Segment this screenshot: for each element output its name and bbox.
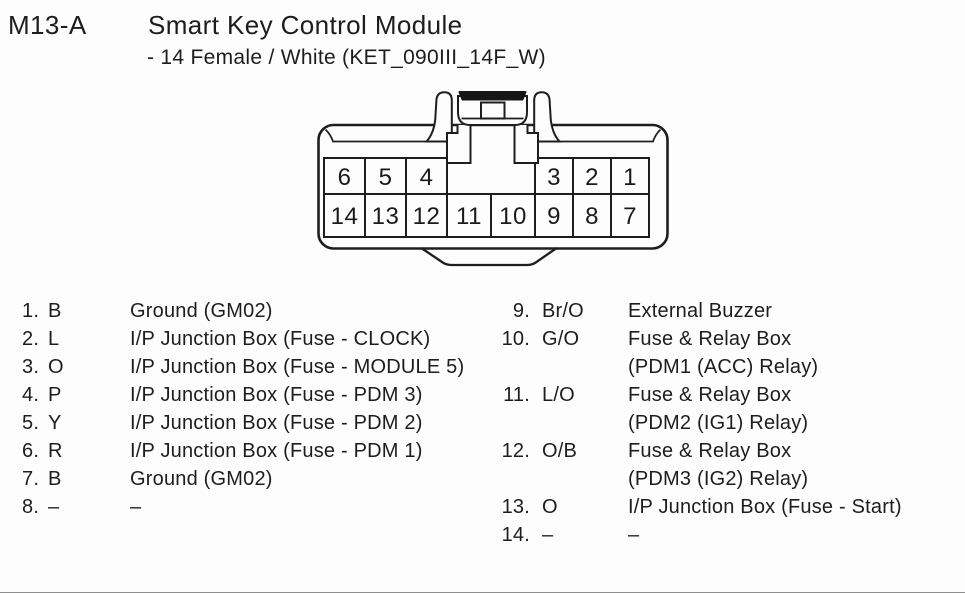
pin-wire-color: G/O [542,328,580,350]
cavity-number: 4 [420,164,434,191]
pin-description: External Buzzer [628,300,773,322]
pin-wire-color: L/O [542,384,575,406]
pin-cell-1 [610,157,650,195]
pin-number: 1. [22,300,40,322]
pin-row-11: 11. L/O Fuse & Relay Box [482,381,952,409]
cavity-number: 9 [547,203,561,230]
pin-row-11-cont: (PDM2 (IG1) Relay) [482,409,952,437]
latch-wing-left [424,91,453,143]
pin-description: – [628,524,640,546]
pin-row-8: 8. – – [22,493,492,521]
pin-description: I/P Junction Box (Fuse - PDM 1) [130,440,423,462]
pin-number: 12. [501,440,530,462]
pin-row-10: 10. G/O Fuse & Relay Box [482,325,952,353]
pin-row-9: 9. Br/O External Buzzer [482,297,952,325]
pin-wire-color: B [48,300,62,322]
latch-leg-right [513,125,539,164]
cavity-number: 5 [379,164,393,191]
body-lip-line-right [559,128,662,143]
pin-row-7: 7. B Ground (GM02) [22,465,492,493]
pin-number: 9. [512,300,530,322]
pin-list-left: 1. B Ground (GM02) 2. L I/P Junction Box… [22,297,492,521]
pin-number: 7. [22,468,40,490]
bottom-key-protrusion [420,247,558,267]
pin-description: Ground (GM02) [130,300,273,322]
pin-number: 6. [22,440,40,462]
pin-number: 2. [22,328,40,350]
latch-wing-right [533,91,562,143]
pin-description: I/P Junction Box (Fuse - PDM 3) [130,384,423,406]
cavity-number: 14 [331,203,359,230]
pin-number: 13. [501,496,530,518]
latch-button [480,101,506,120]
pin-row-10-cont: (PDM1 (ACC) Relay) [482,353,952,381]
pin-description-cont: (PDM2 (IG1) Relay) [628,412,809,434]
connector-id: M13-A [8,10,87,40]
pin-row-13: 13. O I/P Junction Box (Fuse - Start) [482,493,952,521]
pin-description: I/P Junction Box (Fuse - CLOCK) [130,328,431,350]
pin-description-cont: (PDM1 (ACC) Relay) [628,356,819,378]
pin-number: 10. [501,328,530,350]
pin-description: – [130,496,142,518]
pin-row-4: 4. P I/P Junction Box (Fuse - PDM 3) [22,381,492,409]
pin-row-3: 3. O I/P Junction Box (Fuse - MODULE 5) [22,353,492,381]
pin-number: 8. [22,496,40,518]
pin-wire-color: B [48,468,62,490]
pin-row-2: 2. L I/P Junction Box (Fuse - CLOCK) [22,325,492,353]
pin-number: 4. [22,384,40,406]
pin-row-12: 12. O/B Fuse & Relay Box [482,437,952,465]
pin-number: 11. [503,384,530,406]
pin-wire-color: L [48,328,60,350]
pin-description: Fuse & Relay Box [628,440,792,462]
cavity-number: 13 [372,203,400,230]
pin-number: 14. [501,524,530,546]
cavity-number: 2 [585,164,599,191]
connector-diagram: 6 5 4 3 2 1 14 13 12 11 10 9 8 7 [317,91,669,267]
cavity-number: 3 [547,164,561,191]
pin-wire-color: R [48,440,63,462]
pin-description-cont: (PDM3 (IG2) Relay) [628,468,809,490]
pin-wire-color: O [542,496,558,518]
pin-cell-8 [572,193,612,238]
pin-number: 3. [22,356,40,378]
latch-leg-left [446,125,472,164]
pin-wire-color: Br/O [542,300,584,322]
cavity-number: 6 [338,164,352,191]
cavity-number: 10 [499,203,527,230]
pin-row-12-cont: (PDM3 (IG2) Relay) [482,465,952,493]
cavity-number: 7 [623,203,637,230]
pin-wire-color: O/B [542,440,578,462]
pin-description: I/P Junction Box (Fuse - MODULE 5) [130,356,465,378]
cavity-number: 11 [456,203,482,230]
pin-cell-10 [490,193,536,238]
pin-wire-color: – [542,524,554,546]
connector-subtitle: - 14 Female / White (KET_090III_14F_W) [147,46,546,69]
pin-description: I/P Junction Box (Fuse - PDM 2) [130,412,423,434]
pin-wire-color: – [48,496,60,518]
body-lip-line-left [324,128,427,143]
pin-cell-4 [405,157,448,195]
pin-wire-color: P [48,384,62,406]
pin-cell-7 [610,193,650,238]
pin-description: Fuse & Relay Box [628,384,792,406]
pin-cell-2 [572,157,612,195]
pin-row-5: 5. Y I/P Junction Box (Fuse - PDM 2) [22,409,492,437]
pin-wire-color: O [48,356,64,378]
latch-top-bar [458,91,527,101]
pin-description: Fuse & Relay Box [628,328,792,350]
pin-number: 5. [22,412,40,434]
pin-row-6: 6. R I/P Junction Box (Fuse - PDM 1) [22,437,492,465]
pin-row-1: 1. B Ground (GM02) [22,297,492,325]
cavity-number: 1 [623,164,637,191]
pin-row-14: 14. – – [482,521,952,549]
cavity-number: 8 [585,203,599,230]
pin-list-right: 9. Br/O External Buzzer 10. G/O Fuse & R… [482,297,952,549]
pin-description: Ground (GM02) [130,468,273,490]
page-title: Smart Key Control Module [148,10,463,40]
pin-description: I/P Junction Box (Fuse - Start) [628,496,902,518]
cavity-number: 12 [413,203,441,230]
pin-wire-color: Y [48,412,62,434]
